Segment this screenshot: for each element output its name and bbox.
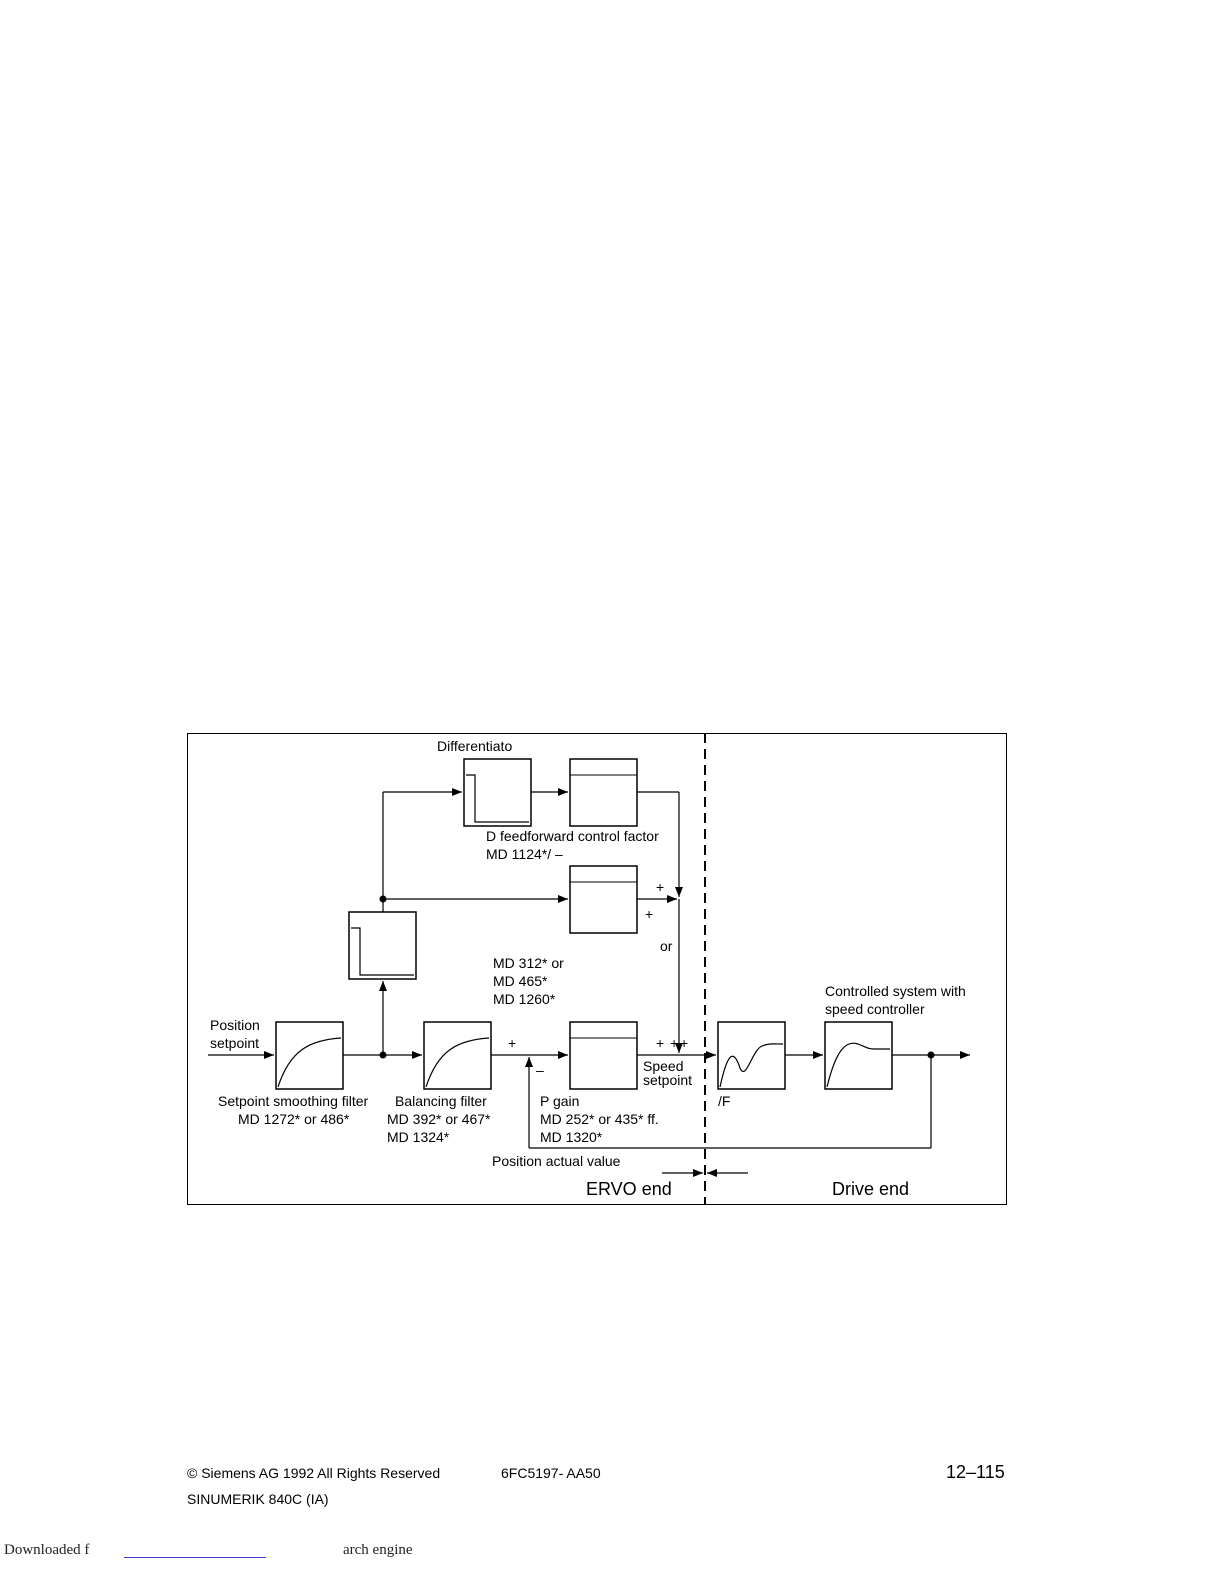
label-d-feedforward: D feedforward control factor: [486, 828, 659, 844]
label-drive-end: Drive end: [832, 1179, 909, 1199]
label-servo-end: ERVO end: [586, 1179, 672, 1199]
differentiator-block-top: [463, 758, 532, 827]
d-feedforward-block: [569, 758, 638, 827]
balancing-filter-block: [423, 1021, 492, 1090]
junction-dot: [927, 1051, 935, 1059]
controlled-system-block: [824, 1021, 893, 1090]
differentiator-block-lower: [348, 911, 417, 980]
speed-control-loop-block: [717, 1021, 786, 1090]
label-balancing-md: MD 392* or 467*: [387, 1111, 491, 1127]
label-setpoint-smoothing-filter: Setpoint smoothing filter: [218, 1093, 369, 1109]
label-position: Position: [210, 1017, 260, 1033]
feedforward-gain-block: [569, 865, 638, 934]
label-controlled-system: Controlled system with: [825, 983, 966, 999]
label-minus-sum: –: [536, 1062, 544, 1078]
label-speed-setpoint: setpoint: [643, 1072, 692, 1088]
label-p-gain-md2: MD 1320*: [540, 1129, 603, 1145]
label-slash-f: /F: [718, 1093, 730, 1109]
label-md465: MD 465*: [493, 973, 548, 989]
label-p-gain: P gain: [540, 1093, 579, 1109]
label-setpoint-smoothing-md: MD 1272* or 486*: [238, 1111, 350, 1127]
label-md312: MD 312* or: [493, 955, 564, 971]
download-note-right: arch engine: [343, 1542, 413, 1558]
label-p-gain-md: MD 252* or 435* ff.: [540, 1111, 659, 1127]
junction-dot: [379, 1051, 387, 1059]
label-balancing-filter: Balancing filter: [395, 1093, 487, 1109]
label-plus: +: [656, 879, 664, 895]
label-plus: +: [656, 1035, 664, 1051]
label-plus: +: [670, 1035, 678, 1051]
download-note-left: Downloaded f: [4, 1542, 90, 1558]
footer-copyright: © Siemens AG 1992 All Rights Reserved: [187, 1465, 441, 1481]
download-link[interactable]: [124, 1557, 266, 1558]
label-speed-controller: speed controller: [825, 1001, 925, 1017]
label-or: or: [660, 938, 673, 954]
label-position-actual-value: Position actual value: [492, 1153, 621, 1169]
diagram-frame: [187, 733, 1007, 1205]
label-plus: +: [645, 906, 653, 922]
label-plus-sum: +: [508, 1035, 516, 1051]
junction-dot: [379, 895, 387, 903]
setpoint-smoothing-filter-block: [275, 1021, 344, 1090]
label-d-feedforward-md: MD 1124*/ –: [486, 846, 563, 862]
footer-order-number: 6FC5197- AA50: [501, 1465, 601, 1481]
p-gain-block: [569, 1021, 638, 1090]
label-differentiator: Differentiato: [437, 738, 512, 754]
label-balancing-md2: MD 1324*: [387, 1129, 450, 1145]
label-md1260: MD 1260*: [493, 991, 556, 1007]
page-number: 12–115: [946, 1462, 1005, 1482]
signal-lines: [208, 788, 970, 1177]
label-plus: +: [680, 1035, 688, 1051]
label-setpoint: setpoint: [210, 1035, 259, 1051]
label-speed: Speed: [643, 1058, 683, 1074]
footer-product: SINUMERIK 840C (IA): [187, 1491, 329, 1507]
